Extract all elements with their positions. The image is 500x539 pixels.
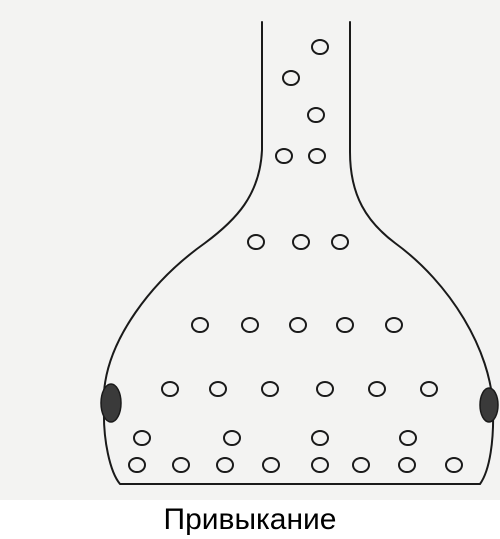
figure-caption: Привыкание (0, 500, 500, 539)
diagram-background (0, 0, 500, 500)
receptor-right (480, 388, 498, 422)
synapse-diagram (0, 0, 500, 500)
receptor-left (101, 384, 121, 422)
